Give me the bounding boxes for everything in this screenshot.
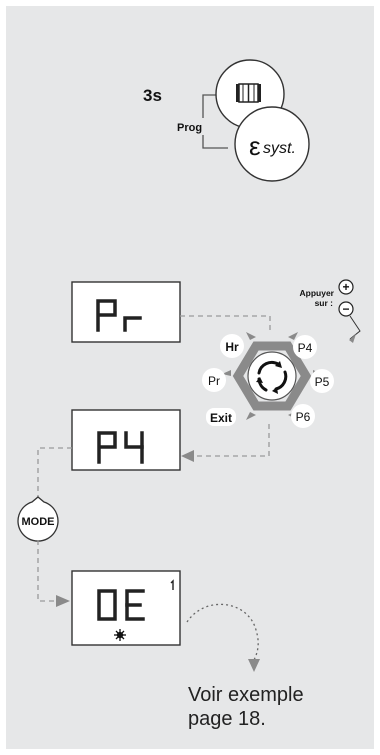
svg-text:Hr: Hr (225, 340, 239, 354)
dashed-connector-2 (193, 424, 270, 457)
dashed-connector-1 (180, 315, 271, 330)
lcd-display-p4 (71, 409, 181, 471)
svg-text:P6: P6 (296, 410, 311, 424)
arrow-to-footer (248, 659, 260, 672)
dashed-connector-4 (37, 540, 57, 602)
mode-label: MODE (22, 516, 55, 528)
footer-line-2: page 18. (188, 708, 266, 730)
esyst-label: syst. (263, 140, 296, 157)
esyst-e-logo: ε (249, 131, 261, 161)
press-pointer-arrow (349, 334, 356, 343)
selector-label-pr: Pr (202, 368, 226, 392)
plus-button[interactable]: + (338, 279, 354, 295)
press-label-1: Appuyer (300, 288, 335, 298)
lcd-indicator-1 (170, 579, 174, 590)
minus-button[interactable]: − (338, 301, 354, 317)
plus-icon: + (342, 280, 349, 294)
sun-icon (114, 629, 126, 641)
svg-text:Pr: Pr (208, 374, 220, 388)
lcd-display-pr (71, 281, 181, 343)
svg-text:P4: P4 (298, 341, 313, 355)
svg-text:P5: P5 (315, 375, 330, 389)
footer-note: Voir exemple page 18. (188, 683, 304, 731)
press-label-2: sur : (315, 298, 334, 308)
footer-line-1: Voir exemple (188, 684, 304, 706)
selector-label-exit: Exit (206, 408, 236, 426)
arrow-to-display-3 (56, 595, 70, 607)
selector-label-p5: P5 (310, 369, 334, 393)
lcd-display-0e (71, 570, 181, 646)
minus-icon: − (342, 302, 349, 316)
selector-label-hr: Hr (220, 334, 244, 358)
svg-text:Exit: Exit (210, 411, 232, 425)
selector-label-p6: P6 (291, 404, 315, 428)
bracket-bottom (202, 135, 228, 149)
prog-label: Prog (177, 122, 202, 134)
selector-wheel[interactable] (222, 332, 322, 420)
dotted-curve (186, 603, 259, 661)
selector-label-p4: P4 (293, 335, 317, 359)
mode-button[interactable]: MODE (17, 496, 59, 542)
hold-time-label: 3s (143, 86, 162, 105)
arrow-to-display-2 (181, 450, 194, 462)
esyst-button[interactable]: ε syst. (234, 106, 310, 182)
rotate-arrows-icon (256, 360, 288, 394)
dashed-connector-3 (37, 447, 72, 500)
shutter-icon (236, 83, 261, 103)
